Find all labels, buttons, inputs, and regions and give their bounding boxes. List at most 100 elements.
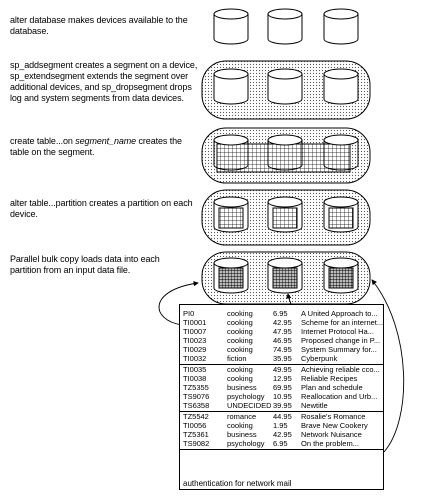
row-price: 35.95: [273, 354, 292, 363]
row-id: TI0023: [183, 336, 207, 345]
row-price: 1.95: [273, 421, 288, 430]
row-title: Achieving reliable cco...: [301, 365, 380, 374]
table-row: TI0056 cooking 1.95 Brave New Cookery: [183, 421, 383, 430]
row-title: Brave New Cookery: [301, 421, 368, 430]
device-cylinder: [323, 8, 359, 45]
table-row: TZ5355 business 69.95 Plan and schedule: [183, 383, 383, 392]
row-category: cooking: [227, 318, 253, 327]
row-category: cooking: [227, 336, 253, 345]
row-price: 42.95: [273, 430, 292, 439]
row-price: 6.95: [273, 439, 288, 448]
row-category: cooking: [227, 327, 253, 336]
device-cylinder: [213, 134, 249, 171]
row-price: 39.95: [273, 401, 292, 410]
row-category: psychology: [227, 439, 265, 448]
table-row: TS9076 psychology 10.95 Reallocation and Ur…: [183, 392, 383, 401]
table-grid: [216, 143, 351, 173]
step-4-text: alter table...partition creates a partit…: [10, 198, 193, 219]
load-arrow-group-1: [158, 280, 199, 326]
table-row: TS9082 psychology 6.95 On the problem...: [183, 439, 383, 448]
step-2-text: sp_addsegment creates a segment on a dev…: [10, 60, 198, 103]
loaded-partition-cylinder: [267, 257, 303, 294]
row-price: 12.95: [273, 374, 292, 383]
table-footer-text: authentication for network mail: [183, 479, 292, 488]
row-id: TI0001: [183, 318, 207, 327]
row-title: Scheme for an internet...: [301, 318, 384, 327]
row-title: On the problem...: [301, 439, 359, 448]
row-id: PI0: [183, 309, 195, 318]
row-title: Plan and schedule: [301, 383, 363, 392]
row-price: 10.95: [273, 392, 292, 401]
device-cylinder: [267, 68, 303, 105]
row-category: cooking: [227, 365, 253, 374]
device-cylinder: [267, 8, 303, 45]
row-price: 46.95: [273, 336, 292, 345]
device-cylinder: [213, 8, 249, 45]
loaded-partition-cylinder: [323, 257, 359, 294]
group-separator: [180, 410, 383, 412]
row-4-partitions: [201, 189, 371, 246]
row-price: 47.95: [273, 327, 292, 336]
row-title: Reliable Recipes: [301, 374, 358, 383]
group-separator: [180, 363, 383, 365]
device-cylinder: [323, 134, 359, 171]
device-cylinder: [323, 68, 359, 105]
row-category: cooking: [227, 309, 253, 318]
row-id: TS9082: [183, 439, 210, 448]
device-cylinder: [213, 68, 249, 105]
row-price: 69.95: [273, 383, 292, 392]
row-price: 74.95: [273, 345, 292, 354]
row-1-devices: [213, 8, 359, 45]
row-title: A United Approach to...: [301, 309, 378, 318]
row-price: 49.95: [273, 365, 292, 374]
partition-cylinder: [267, 196, 303, 233]
device-cylinder: [267, 134, 303, 171]
input-data-file-table: PI0 cooking 6.95 A United Approach to... TI0…: [179, 304, 384, 490]
row-category: romance: [227, 412, 257, 421]
row-id: TI0029: [183, 345, 207, 354]
row-category: UNDECIDED: [227, 401, 271, 410]
row-3-table-on-segment: [201, 127, 371, 184]
row-title: Cyberpunk: [301, 354, 338, 363]
table-row: TI0032 fiction 35.95 Cyberpunk: [183, 354, 383, 363]
loaded-partition-cylinder: [213, 257, 249, 294]
row-title: Internet Protocol Ha...: [301, 327, 374, 336]
row-category: psychology: [227, 392, 265, 401]
row-id: TS6358: [183, 401, 210, 410]
row-id: TI0056: [183, 421, 207, 430]
table-row: TI0029 cooking 74.95 System Summary for...: [183, 345, 383, 354]
row-category: fiction: [227, 354, 247, 363]
row-category: cooking: [227, 345, 253, 354]
row-title: Proposed change in P...: [301, 336, 381, 345]
load-arrow-group-3: [371, 279, 405, 453]
step-1-text: alter database makes devices available t…: [10, 15, 188, 36]
row-title: Reallocation and Urb...: [301, 392, 378, 401]
row-id: TZ5361: [183, 430, 209, 439]
partition-cylinder: [323, 196, 359, 233]
row-title: System Summary for...: [301, 345, 377, 354]
row-title: Rosalie's Romance: [301, 412, 366, 421]
row-category: business: [227, 383, 257, 392]
row-5-loaded-partitions: [201, 251, 371, 305]
group-separator: [180, 448, 383, 450]
row-price: 6.95: [273, 309, 288, 318]
row-category: business: [227, 430, 257, 439]
row-id: TI0038: [183, 374, 207, 383]
row-title: Newtitle: [301, 401, 328, 410]
row-id: TS9076: [183, 392, 210, 401]
partition-cylinder: [213, 196, 249, 233]
row-id: TZ5355: [183, 383, 209, 392]
row-category: cooking: [227, 421, 253, 430]
table-row: TI0007 cooking 47.95 Internet Protocol Ha..…: [183, 327, 383, 336]
step-5-text: Parallel bulk copy loads data into each …: [10, 254, 160, 275]
row-2-segment: [201, 60, 371, 120]
row-id: TI0032: [183, 354, 207, 363]
row-id: TZ5542: [183, 412, 209, 421]
row-id: TI0007: [183, 327, 207, 336]
